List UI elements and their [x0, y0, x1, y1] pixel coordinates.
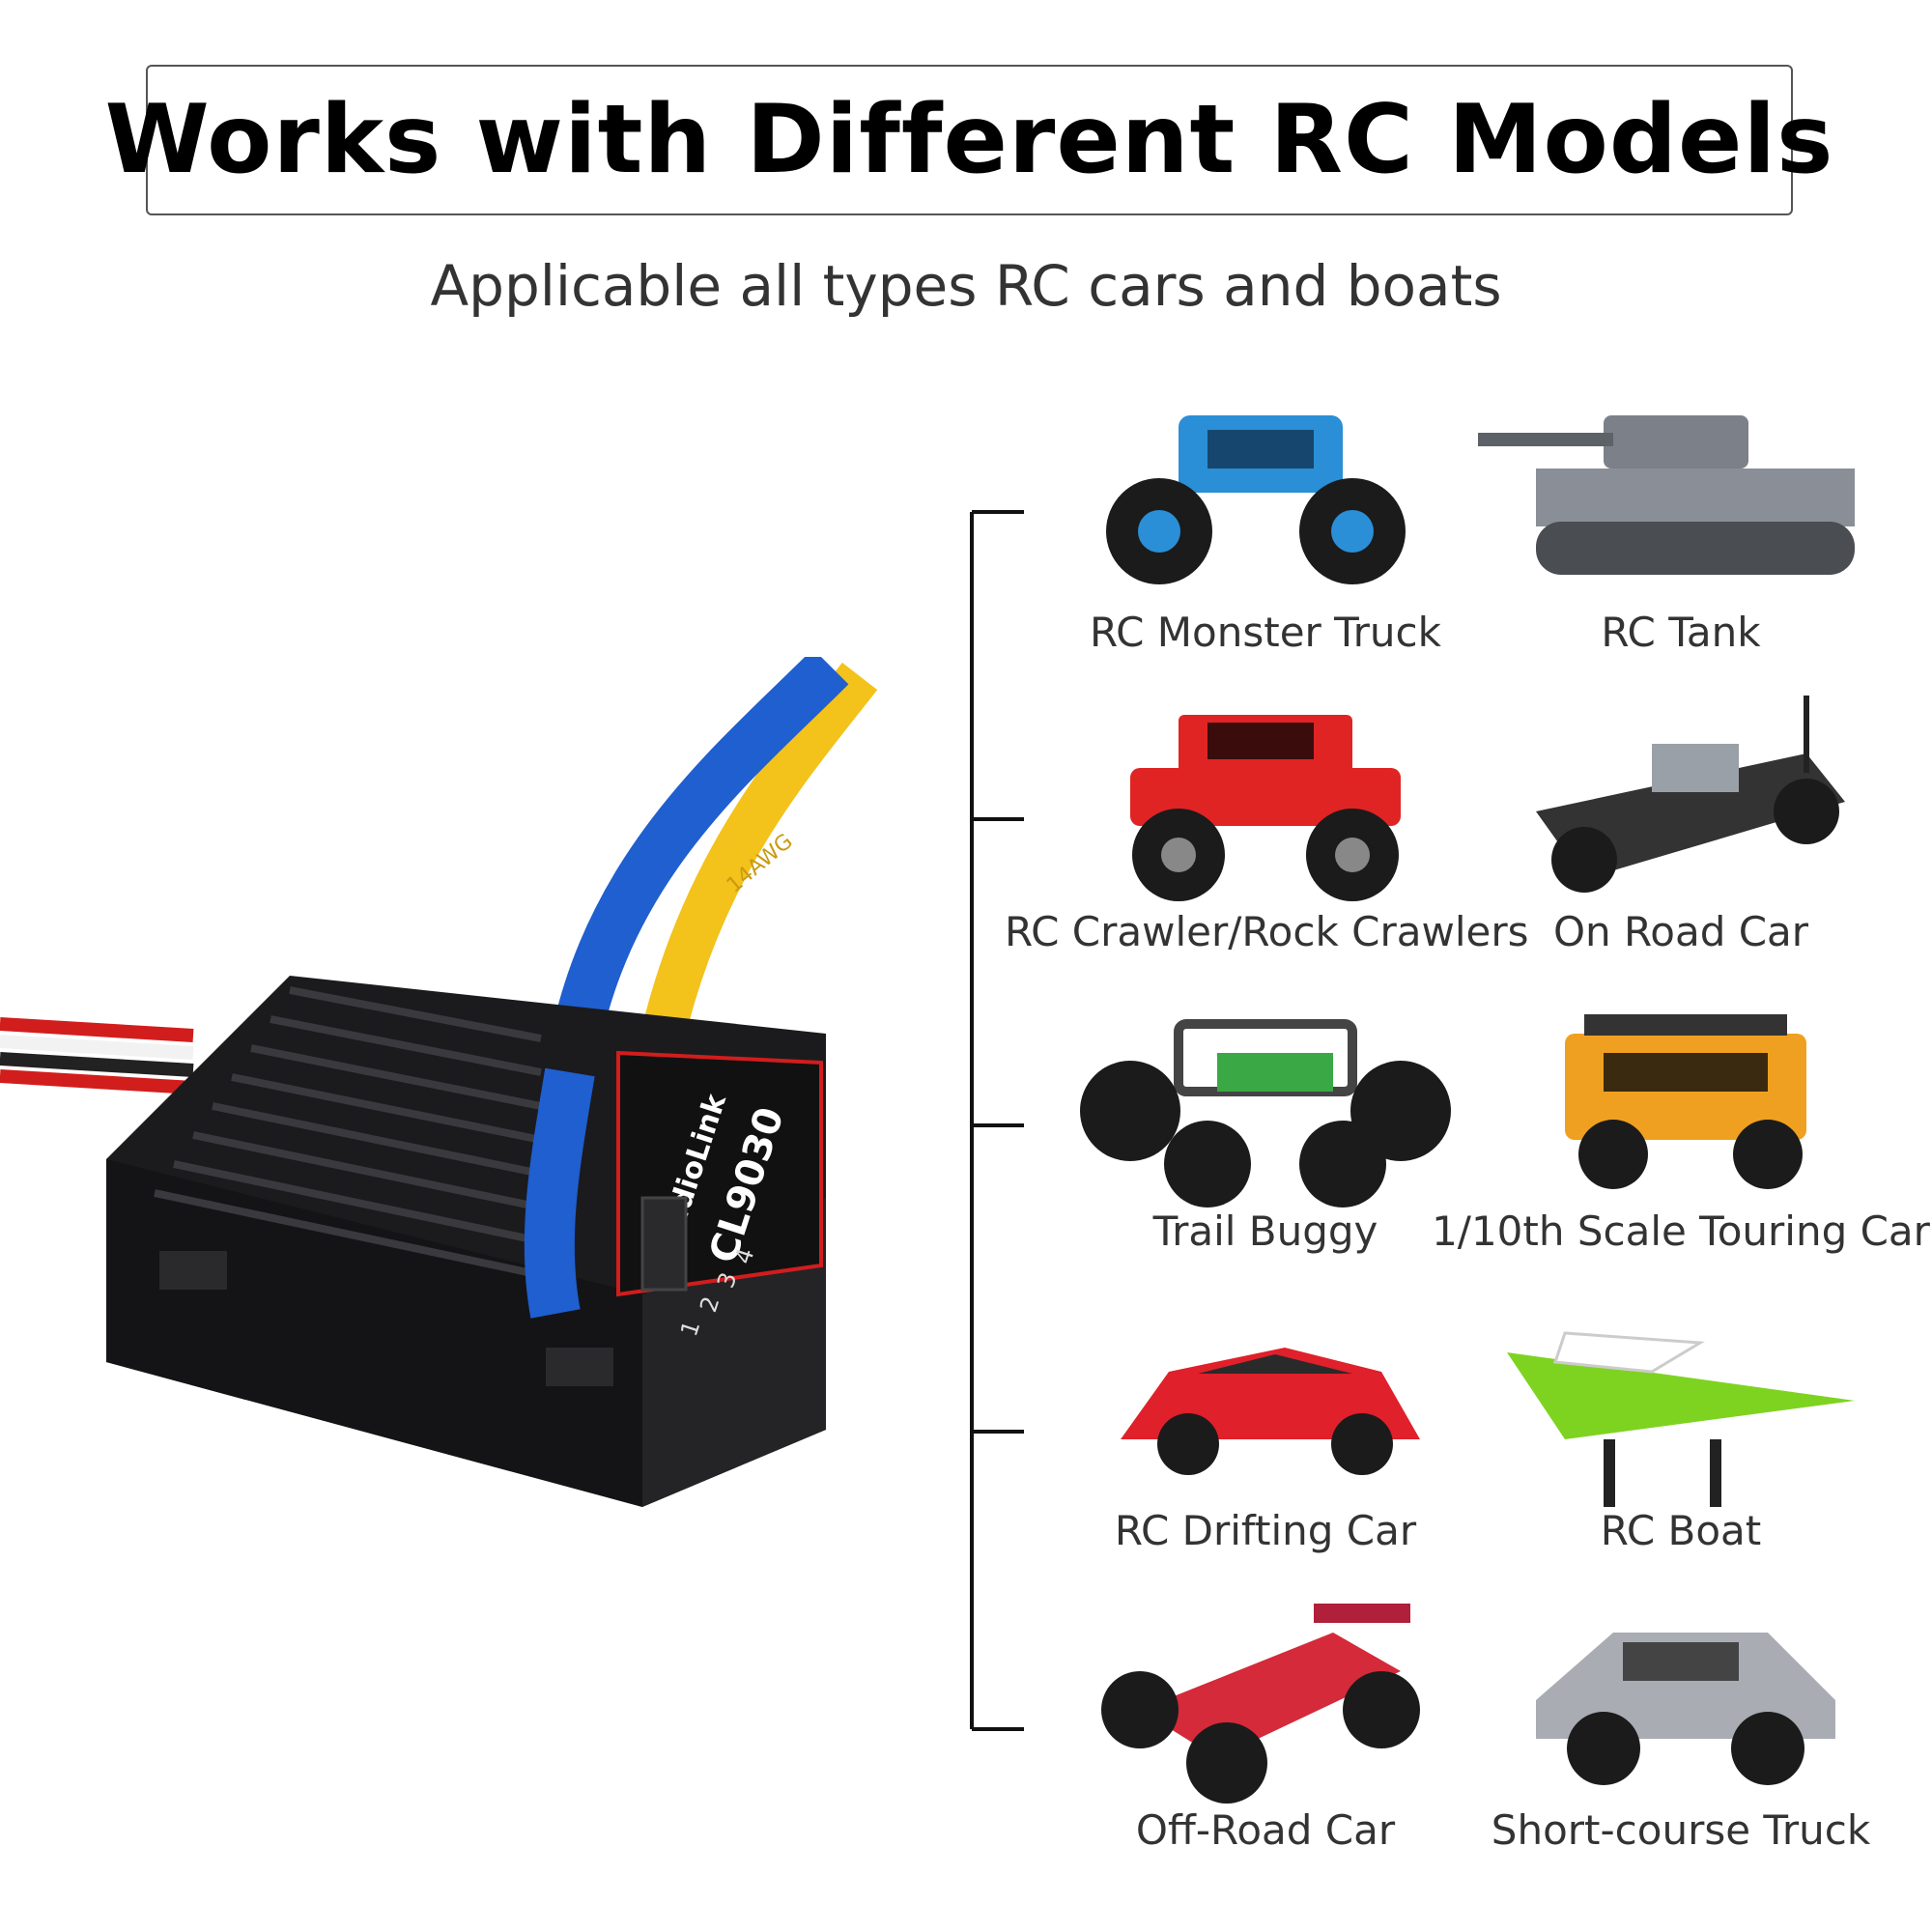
model-item-boat: RC Boat [1478, 1294, 1884, 1584]
model-item-off-road-car: Off-Road Car [1063, 1594, 1468, 1884]
boat-icon [1507, 1331, 1855, 1507]
heat-sink [154, 986, 542, 1279]
model-item-monster-truck: RC Monster Truck [1063, 396, 1468, 686]
model-item-on-road-car: On Road Car [1478, 696, 1884, 985]
model-label: RC Boat [1600, 1507, 1762, 1554]
tank-icon [1478, 415, 1855, 575]
blue-wire [545, 657, 849, 1076]
model-label: RC Drifting Car [1114, 1507, 1417, 1554]
esc-product-image: 14AWG RadioLink CL9030 1 2 3 4 [0, 657, 878, 1507]
model-label: 1/10th Scale Touring Car [1432, 1208, 1930, 1255]
model-item-touring-car: 1/10th Scale Touring Car [1432, 995, 1930, 1285]
switch-icon [640, 1196, 688, 1292]
drifting-car-icon [1121, 1348, 1420, 1475]
model-label: RC Monster Truck [1090, 609, 1441, 656]
model-label: Off-Road Car [1135, 1806, 1396, 1854]
case-clip [159, 1251, 227, 1290]
model-label: On Road Car [1552, 908, 1809, 955]
model-label: Short-course Truck [1491, 1806, 1871, 1854]
bracket-connector [970, 510, 1024, 1731]
model-item-short-course-truck: Short-course Truck [1478, 1594, 1884, 1884]
short-course-truck-icon [1536, 1633, 1835, 1785]
signal-wires [0, 1017, 194, 1094]
model-item-trail-buggy: Trail Buggy [1063, 995, 1468, 1285]
yellow-wire [635, 662, 878, 1067]
model-label: RC Tank [1601, 609, 1761, 656]
page-title: Works with Different RC Models [104, 85, 1834, 195]
trail-buggy-icon [1080, 1019, 1451, 1208]
crawler-icon [1130, 715, 1401, 901]
model-label: RC Crawler/Rock Crawlers [1005, 908, 1529, 955]
on-road-car-icon [1536, 696, 1845, 893]
touring-car-icon [1565, 1014, 1806, 1189]
page-subtitle: Applicable all types RC cars and boats [430, 253, 1502, 319]
title-box: Works with Different RC Models [105, 65, 1833, 215]
monster-truck-icon [1106, 415, 1406, 584]
model-item-drifting-car: RC Drifting Car [1063, 1294, 1468, 1584]
model-item-crawler: RC Crawler/Rock Crawlers [1005, 696, 1528, 985]
off-road-car-icon [1101, 1604, 1420, 1804]
model-label: Trail Buggy [1152, 1208, 1378, 1255]
model-item-tank: RC Tank [1478, 396, 1884, 686]
case-clip [546, 1348, 613, 1386]
